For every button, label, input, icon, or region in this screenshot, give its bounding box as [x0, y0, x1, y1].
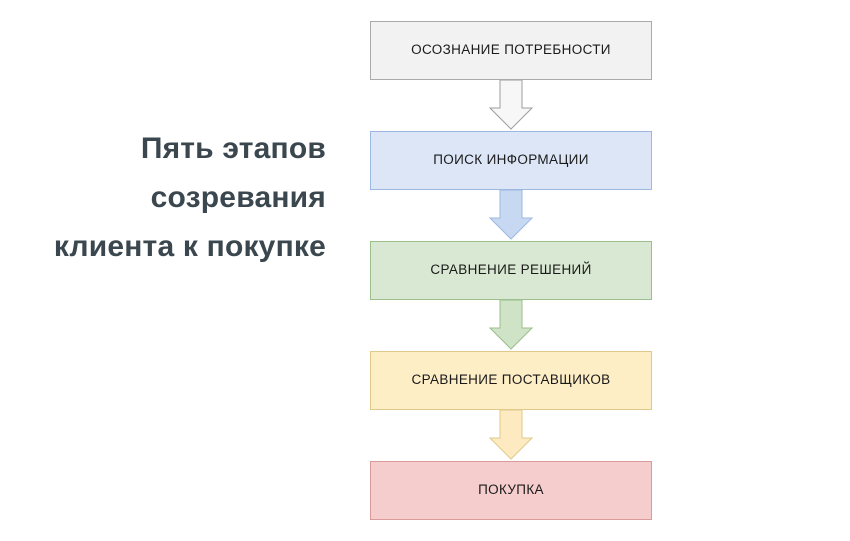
flow-stage-1[interactable]: ОСОЗНАНИЕ ПОТРЕБНОСТИ	[370, 21, 652, 80]
flow-stage-2[interactable]: ПОИСК ИНФОРМАЦИИ	[370, 131, 652, 190]
page-title: Пять этапов созревания клиента к покупке	[53, 132, 326, 263]
flow-stage-2-label: ПОИСК ИНФОРМАЦИИ	[433, 152, 589, 168]
flow-stage-5[interactable]: ПОКУПКА	[370, 461, 652, 520]
flow-stage-5-label: ПОКУПКА	[478, 482, 544, 498]
flow-stage-3-label: СРАВНЕНИЕ РЕШЕНИЙ	[430, 262, 592, 278]
arrow-down-icon-2	[489, 190, 533, 240]
flow-stage-1-label: ОСОЗНАНИЕ ПОТРЕБНОСТИ	[411, 42, 611, 58]
flowchart: ОСОЗНАНИЕ ПОТРЕБНОСТИ ПОИСК ИНФОРМАЦИИ С…	[370, 21, 652, 521]
arrow-down-icon-3	[489, 300, 533, 350]
arrow-down-icon-1	[489, 80, 533, 130]
flow-stage-3[interactable]: СРАВНЕНИЕ РЕШЕНИЙ	[370, 241, 652, 300]
arrow-down-icon-4	[489, 410, 533, 460]
flow-stage-4[interactable]: СРАВНЕНИЕ ПОСТАВЩИКОВ	[370, 351, 652, 410]
flow-stage-4-label: СРАВНЕНИЕ ПОСТАВЩИКОВ	[411, 372, 611, 388]
